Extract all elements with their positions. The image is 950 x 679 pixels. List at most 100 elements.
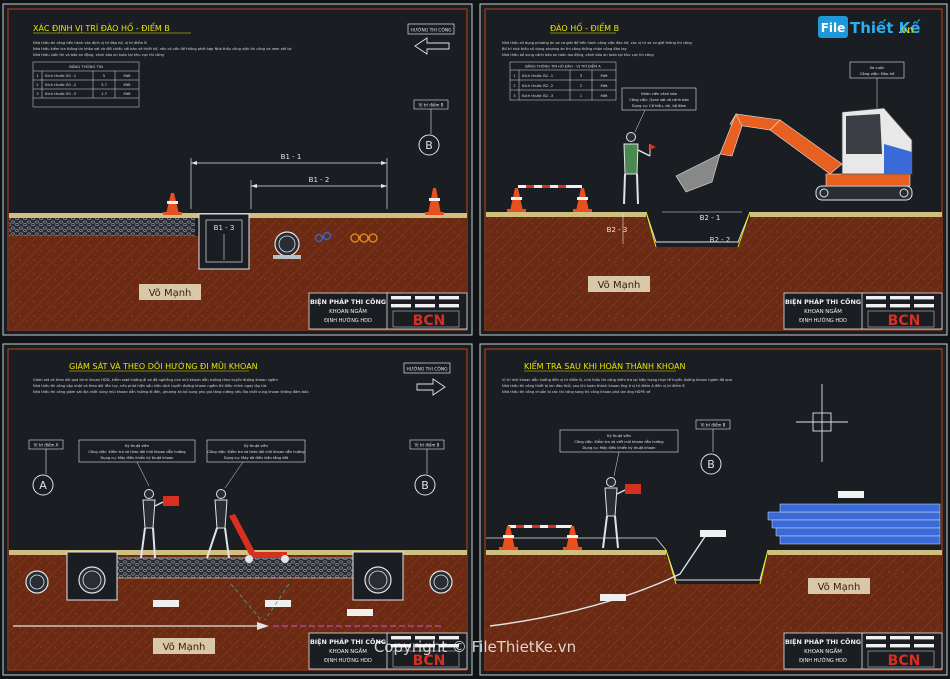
point-b-marker	[418, 134, 440, 156]
svg-text:Mét: Mét	[600, 73, 608, 78]
panel-title: GIÁM SÁT VÀ THEO DÕI HƯỚNG ĐI MŨI KHOAN	[69, 360, 258, 371]
svg-text:Kích thước B1 -2: Kích thước B1 -2	[45, 82, 77, 87]
title-block: BIỆN PHÁP THI CÔNG KHOAN NGẦM ĐỊNH HƯỚNG…	[308, 292, 468, 330]
dimension-label: B2 - 3	[607, 226, 628, 234]
note-line: Giám sát và theo dõi quá trình khoan HDD…	[33, 377, 278, 382]
excavator-icon	[675, 107, 913, 201]
author-stamp	[588, 276, 650, 292]
svg-text:Mét: Mét	[123, 91, 131, 96]
svg-text:2: 2	[36, 82, 39, 87]
svg-text:Dụng cụ: Máy dò điều kiện tầng: Dụng cụ: Máy dò điều kiện tầng đất	[224, 456, 289, 460]
panel-inner-frame	[7, 348, 468, 671]
dimension-label: B2 - 1	[700, 214, 721, 222]
traffic-cone-icon	[573, 188, 592, 212]
note-line: Nhà thầu sử dụng phương án xe cơ giới để…	[502, 40, 692, 45]
excavation-pit	[66, 551, 118, 601]
point-b-marker	[700, 453, 722, 475]
utility-pipe-icon	[429, 570, 453, 594]
panel-3: GIÁM SÁT VÀ THEO DÕI HƯỚNG ĐI MŨI KHOAN …	[2, 343, 473, 676]
svg-text:Kích thước B2 -2: Kích thước B2 -2	[522, 83, 554, 88]
svg-text:2: 2	[513, 83, 516, 88]
svg-text:3: 3	[36, 91, 39, 96]
svg-text:Kích thước B2 -1: Kích thước B2 -1	[522, 73, 554, 78]
safety-barrier	[508, 525, 572, 528]
panel-4: KIỂM TRA SAU KHI HOÀN THÀNH KHOAN Vị trí…	[479, 343, 948, 676]
svg-text:Dụng cụ: Máy điều khiển kỹ thu: Dụng cụ: Máy điều khiển kỹ thuật khoan	[101, 455, 174, 460]
svg-text:Dụng cụ: Cờ hiệu, còi, bộ đàm: Dụng cụ: Cờ hiệu, còi, bộ đàm	[632, 104, 687, 108]
svg-text:Kỹ thuật viên: Kỹ thuật viên	[125, 444, 149, 448]
svg-text:5: 5	[103, 73, 106, 78]
callout-box: Kỹ thuật viên Công việc: Kiểm tra và the…	[206, 439, 306, 489]
stamp-text: Võ Mạnh	[598, 280, 641, 291]
traffic-cone-icon	[425, 188, 444, 215]
svg-text:Kỹ thuật viên: Kỹ thuật viên	[607, 434, 631, 438]
svg-text:BIỆN PHÁP THI CÔNG: BIỆN PHÁP THI CÔNG	[785, 297, 861, 306]
callout-box: Kỹ thuật viên Công việc: Kiểm tra và the…	[78, 439, 196, 487]
table-row: 3 Kích thước B2 -3 1 Mét	[513, 93, 608, 98]
copyright-watermark: Copyright © FileThietKe.vn	[374, 638, 576, 656]
svg-text:2: 2	[580, 83, 583, 88]
logo-suffix: .vn	[898, 25, 913, 36]
traffic-cone-icon	[563, 526, 582, 550]
point-label: Vị trí điểm B	[415, 443, 440, 448]
point-b-marker	[414, 474, 436, 496]
gravel-layer	[114, 557, 356, 579]
author-stamp	[808, 578, 870, 594]
svg-text:Mét: Mét	[123, 73, 131, 78]
arrow-left-icon	[414, 37, 450, 55]
info-table: BẢNG THÔNG TIN HỐ ĐÀO - VỊ TRÍ ĐIỂM A 1 …	[509, 61, 617, 101]
panel-title: ĐÀO HỐ - ĐIỂM B	[550, 21, 619, 33]
svg-text:BIỆN PHÁP THI CÔNG: BIỆN PHÁP THI CÔNG	[785, 637, 861, 646]
svg-text:Công việc: Quan sát và cảnh bá: Công việc: Quan sát và cảnh báo	[629, 98, 688, 102]
note-line: Nhà thầu thi công cập nhật và theo dõi l…	[33, 384, 267, 388]
svg-text:ĐỊNH HƯỚNG HDD: ĐỊNH HƯỚNG HDD	[799, 317, 847, 324]
svg-text:Công việc: Đào hố: Công việc: Đào hố	[860, 71, 895, 76]
point-letter: B	[425, 139, 433, 152]
table-row: 3 Kích thước B1 -3 1.7 Mét	[36, 91, 131, 96]
dimension-label: B2 - 2	[710, 236, 731, 244]
title-block: BIỆN PHÁP THI CÔNG KHOAN NGẦM ĐỊNH HƯỚNG…	[783, 292, 943, 330]
excavation-pit	[352, 551, 404, 601]
note-line: Nhà thầu kiểm tra thông tin khảo sát và …	[33, 46, 292, 51]
stamp-text: Võ Mạnh	[818, 582, 861, 593]
site-logo[interactable]: File Thiết Kế .vn	[818, 16, 921, 38]
note-line: Bố trí nhà thầu sử dụng phương án thi cô…	[502, 47, 628, 51]
hdpe-pipe-stack-icon	[767, 503, 941, 545]
svg-text:Công việc: Kiểm tra và theo dõ: Công việc: Kiểm tra và theo dõi mũi khoa…	[207, 449, 304, 454]
panel-inner-frame	[484, 348, 943, 671]
dimension-label: B1 - 1	[281, 153, 302, 161]
svg-text:1: 1	[36, 73, 39, 78]
panel-2: ĐÀO HỐ - ĐIỂM B Nhà thầu sử dụng phương …	[479, 3, 948, 336]
company-logo: BCN	[888, 653, 921, 669]
svg-text:Mét: Mét	[600, 83, 608, 88]
point-letter: A	[39, 479, 47, 492]
note-line: Nhà thầu luôn thi và bảo an động, cảnh b…	[33, 53, 164, 57]
callout-box: Kỹ thuật viên Công việc: Kiểm tra và viế…	[559, 429, 679, 477]
svg-text:ĐỊNH HƯỚNG HDD: ĐỊNH HƯỚNG HDD	[324, 317, 372, 324]
point-letter: B	[421, 479, 429, 492]
title-block: BIỆN PHÁP THI CÔNG KHOAN NGẦM ĐỊNH HƯỚNG…	[783, 632, 943, 670]
svg-text:1.7: 1.7	[101, 91, 108, 96]
panel-inner-frame	[7, 8, 468, 331]
svg-text:KHOAN NGẦM: KHOAN NGẦM	[329, 647, 367, 655]
svg-text:BIỆN PHÁP THI CÔNG: BIỆN PHÁP THI CÔNG	[310, 637, 386, 646]
direction-label: HƯỚNG THI CÔNG	[410, 27, 452, 34]
panel-1: XÁC ĐỊNH VỊ TRÍ ĐÀO HỐ - ĐIỂM B Nhà thầu…	[2, 3, 473, 336]
svg-text:3: 3	[513, 93, 516, 98]
ground-surface	[486, 212, 646, 217]
panel-title: XÁC ĐỊNH VỊ TRÍ ĐÀO HỐ - ĐIỂM B	[33, 21, 170, 34]
excavation-pit	[645, 211, 751, 243]
logo-rest: Thiết Kế	[850, 18, 921, 37]
svg-text:Công việc: Kiểm tra và viết mũ: Công việc: Kiểm tra và viết mũi khoan dẫ…	[574, 439, 663, 444]
traffic-cone-icon	[163, 193, 182, 215]
gravel-layer	[9, 218, 195, 236]
title-block: BIỆN PHÁP THI CÔNG KHOAN NGẦM ĐỊNH HƯỚNG…	[308, 632, 468, 670]
stamp-text: Võ Mạnh	[149, 288, 192, 299]
point-label: Vị trí điểm B	[701, 423, 726, 428]
svg-text:Kích thước B2 -3: Kích thước B2 -3	[522, 93, 554, 98]
table-row: 1 Kích thước B1 -1 5 Mét	[36, 73, 131, 78]
dimension-label: B1 - 2	[309, 176, 330, 184]
svg-text:1: 1	[580, 93, 583, 98]
safety-barrier	[518, 185, 582, 188]
